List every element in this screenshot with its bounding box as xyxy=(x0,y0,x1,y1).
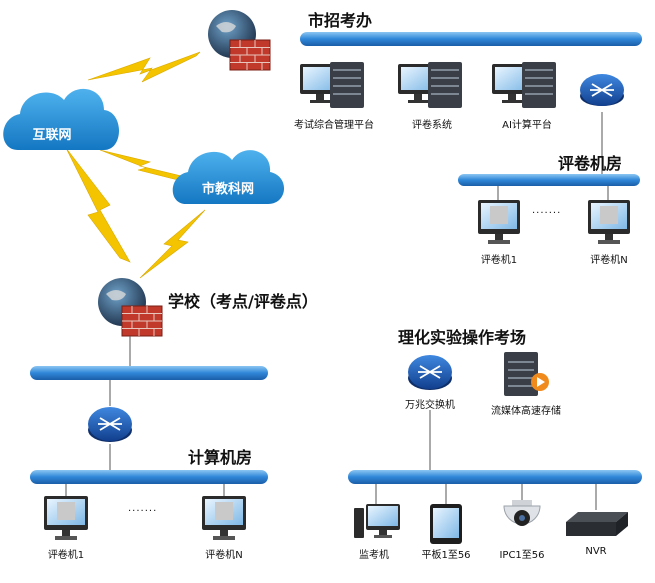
edu-net-cloud xyxy=(172,150,285,204)
connector-lines xyxy=(65,112,609,510)
switch-icon xyxy=(88,407,132,442)
switch-lab-label: 万兆交换机 xyxy=(405,400,455,411)
lab-bus xyxy=(348,470,642,484)
internet-cloud xyxy=(3,88,120,150)
streaming-storage-icon xyxy=(504,352,549,396)
sys-ai-label: AI计算平台 xyxy=(502,120,552,131)
lightning-icon xyxy=(139,209,206,279)
sys-platform-label: 考试综合管理平台 xyxy=(294,120,374,131)
top-pc1-label: 评卷机1 xyxy=(480,255,518,266)
computer-room-bus xyxy=(30,470,268,484)
lightning-icon xyxy=(65,147,131,263)
city-gateway-globe xyxy=(208,10,271,71)
city-office-title: 市招考办 xyxy=(308,11,373,30)
top-dots: ······· xyxy=(532,208,562,219)
firewall-icon xyxy=(229,39,271,71)
school-bus xyxy=(30,366,268,380)
firewall-icon xyxy=(121,305,163,337)
ipc-label: IPC1至56 xyxy=(499,550,545,561)
monitor-icon xyxy=(202,496,246,540)
monitor-icon xyxy=(478,200,520,244)
computer-room-title: 计算机房 xyxy=(188,448,253,467)
monitor-icon xyxy=(588,200,630,244)
internet-label: 互联网 xyxy=(32,128,72,143)
bottom-pc1-label: 评卷机1 xyxy=(47,550,85,561)
bottom-dots: ······· xyxy=(128,506,158,517)
school-gateway-globe xyxy=(98,278,163,337)
lightning-icon xyxy=(99,149,191,183)
server-workstation-icon xyxy=(398,62,462,108)
city-office-bus xyxy=(300,32,642,46)
top-pcN-label: 评卷机N xyxy=(590,255,628,266)
lab-exam-title: 理化实验操作考场 xyxy=(398,328,527,347)
ipc-camera-icon xyxy=(503,500,541,526)
tablet-icon xyxy=(430,504,462,544)
grading-room-bus xyxy=(458,174,640,186)
switch-icon xyxy=(408,355,452,390)
switch-icon xyxy=(580,74,624,106)
school-title: 学校（考点/评卷点） xyxy=(168,292,318,311)
lightning-icon xyxy=(87,51,201,83)
server-workstation-icon xyxy=(492,62,556,108)
server-workstation-icon xyxy=(300,62,364,108)
lightning-links xyxy=(65,51,206,279)
monitor-icon xyxy=(44,496,88,540)
monitor-pc-icon xyxy=(354,504,400,538)
grading-room-title: 评卷机房 xyxy=(558,154,623,173)
nvr-icon xyxy=(566,512,628,536)
bottom-pcN-label: 评卷机N xyxy=(205,550,243,561)
nvr-label: NVR xyxy=(585,546,607,557)
edu-net-label: 市教科网 xyxy=(201,182,255,197)
storage-label: 流媒体高速存储 xyxy=(491,406,561,417)
monitor-pc-label: 监考机 xyxy=(359,550,389,561)
tablet-label: 平板1至56 xyxy=(421,550,471,561)
sys-grading-label: 评卷系统 xyxy=(412,120,452,131)
